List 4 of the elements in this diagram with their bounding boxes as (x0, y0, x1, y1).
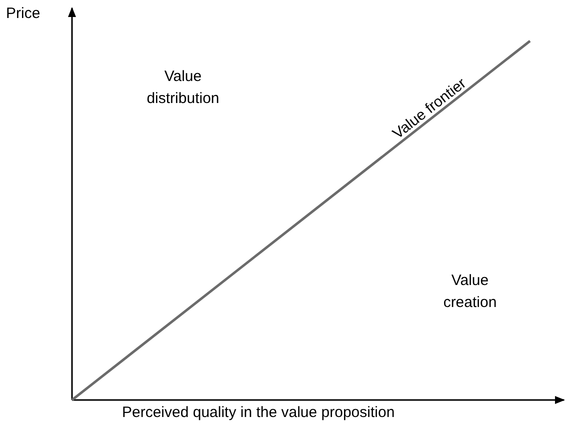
axis-title: Price (6, 5, 40, 24)
region-label: Value creation (442, 271, 498, 313)
axis-title: Perceived quality in the value proposition (122, 404, 395, 423)
region-label: Value distribution (146, 67, 220, 109)
